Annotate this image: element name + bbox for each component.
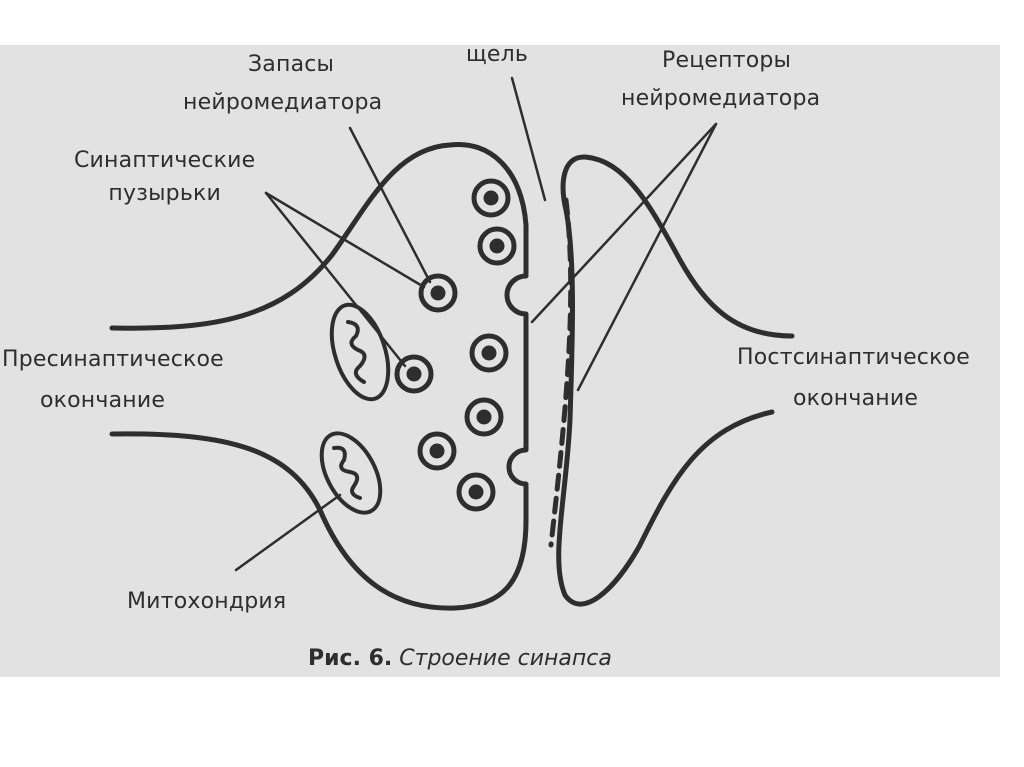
mitochondrion-lower bbox=[319, 431, 383, 515]
vesicle bbox=[418, 273, 458, 313]
vesicle bbox=[464, 397, 504, 437]
label-receptors: Рецепторы bbox=[662, 48, 791, 73]
leader-receptors-1 bbox=[530, 122, 718, 324]
receptor-dashes bbox=[548, 197, 574, 548]
label-synaptic-cleft: щель bbox=[466, 42, 528, 67]
label-line: Запасы bbox=[248, 52, 335, 77]
label-line: пузырьки bbox=[108, 181, 221, 206]
label-line: Рецепторы bbox=[662, 48, 792, 73]
label-presynaptic-terminal: Пресинаптическое bbox=[2, 347, 224, 372]
vesicle bbox=[477, 226, 517, 266]
synaptic-vesicles bbox=[394, 178, 517, 512]
label-receptors-2: нейромедиатора bbox=[621, 86, 820, 111]
caption-prefix: Рис. 6. bbox=[308, 646, 393, 671]
mitochondrion-upper bbox=[329, 302, 391, 402]
postsynaptic-outline bbox=[556, 154, 795, 607]
label-line: Постсинаптическое bbox=[737, 345, 970, 370]
label-presynaptic-terminal-2: окончание bbox=[40, 388, 165, 413]
leader-receptors-2 bbox=[576, 122, 718, 392]
caption-title: Строение синапса bbox=[399, 646, 612, 671]
figure-caption: Рис. 6. Строение синапса bbox=[308, 646, 612, 671]
leader-lines bbox=[234, 76, 718, 572]
label-line: нейромедиатора bbox=[621, 86, 821, 111]
presynaptic-outline-upper bbox=[109, 141, 529, 611]
label-line: нейромедиатора bbox=[183, 90, 383, 115]
vesicle bbox=[456, 472, 496, 512]
label-synaptic-vesicles: Синаптические пузырьки bbox=[74, 148, 255, 206]
label-line: Синаптические bbox=[74, 148, 256, 173]
leader-mitochondria bbox=[234, 493, 342, 572]
leader-reserves bbox=[348, 126, 432, 284]
vesicle bbox=[394, 354, 434, 394]
label-line: щель bbox=[466, 42, 529, 67]
vesicle bbox=[417, 431, 457, 471]
label-postsynaptic-terminal-2: окончание bbox=[793, 386, 918, 411]
label-postsynaptic-terminal: Постсинаптическое bbox=[737, 345, 970, 370]
label-mitochondrion: Митохондрия bbox=[127, 589, 286, 614]
label-neurotransmitter-reserves-2: нейромедиатора bbox=[183, 90, 382, 115]
leader-vesicles-1 bbox=[264, 191, 426, 289]
label-line: Митохондрия bbox=[127, 589, 287, 614]
vesicle bbox=[469, 333, 509, 373]
label-line: окончание bbox=[40, 388, 166, 413]
leader-vesicles-2 bbox=[264, 191, 407, 368]
label-neurotransmitter-reserves: Запасы bbox=[248, 52, 334, 77]
vesicle bbox=[471, 178, 511, 218]
leader-cleft bbox=[510, 76, 547, 202]
scanned-figure bbox=[0, 45, 1000, 677]
label-line: окончание bbox=[793, 386, 919, 411]
label-line: Пресинаптическое bbox=[2, 347, 224, 372]
